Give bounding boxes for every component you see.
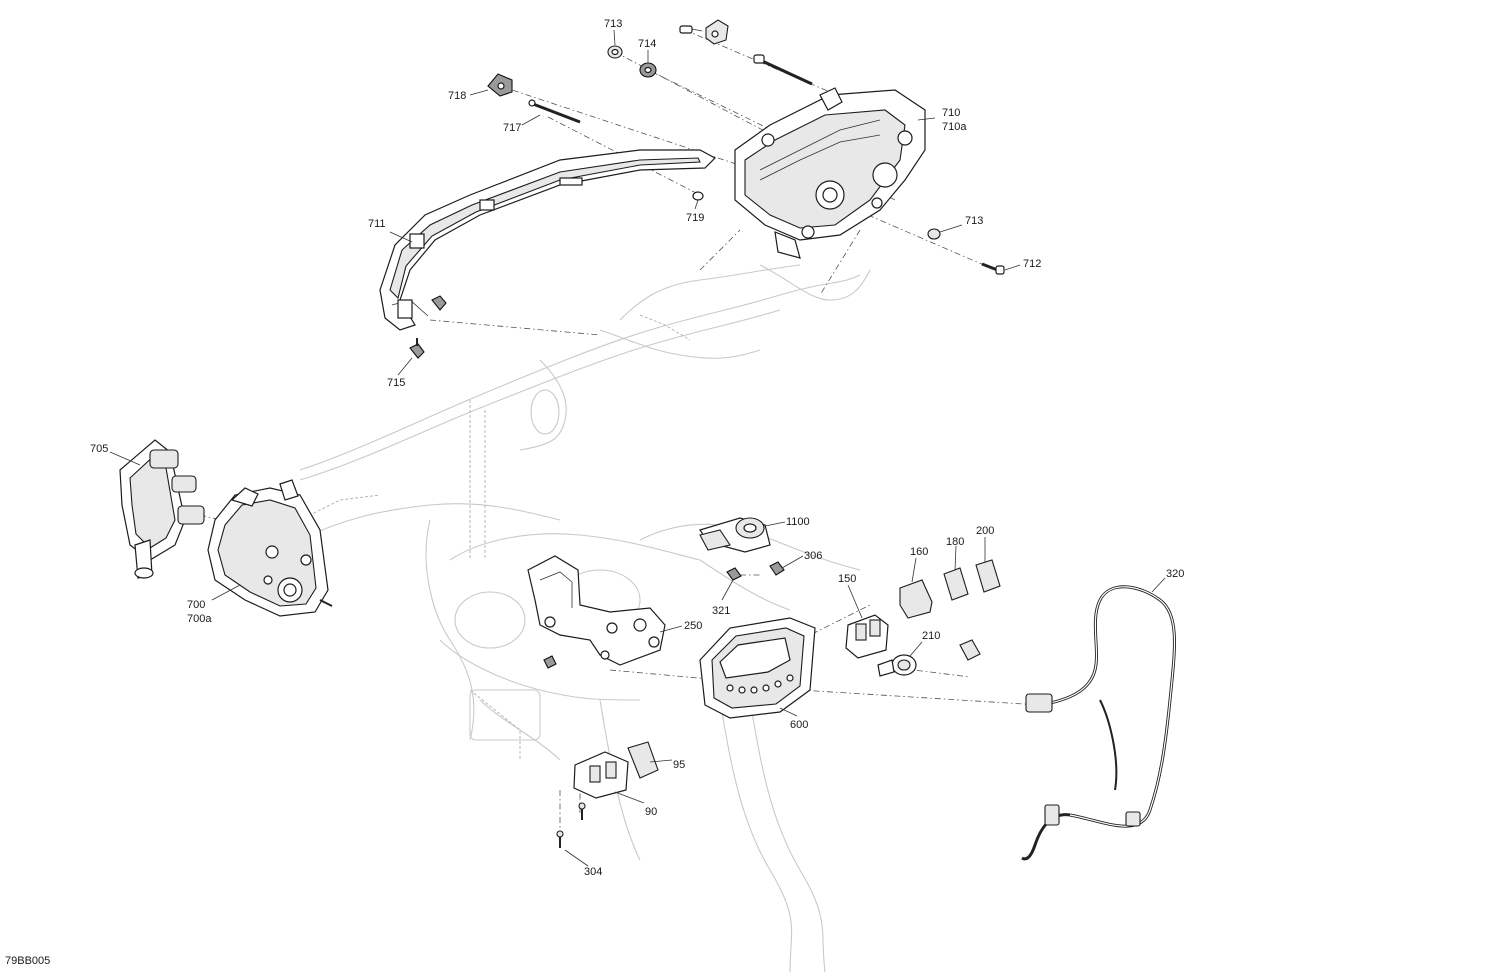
callout-714: 714	[638, 38, 656, 50]
switch-cover-180	[943, 567, 969, 601]
callout-250: 250	[684, 620, 702, 632]
callout-labels: 713 714 718 717 710 710a 711 719 713 712…	[90, 18, 1184, 878]
instrument-cluster-600	[699, 617, 816, 719]
switch-90	[573, 751, 629, 799]
stud-717	[528, 99, 581, 124]
headlight-housing-700	[207, 479, 333, 617]
drawing-id: 79BB005	[5, 955, 51, 967]
bracket-top	[705, 19, 729, 45]
long-bolt	[753, 54, 813, 86]
nut-306	[769, 561, 785, 576]
lens-705	[119, 439, 205, 579]
callout-710a: 710a	[942, 121, 967, 133]
washer-713-right	[927, 228, 941, 240]
switch-cover-95	[627, 741, 659, 779]
callout-200: 200	[976, 525, 994, 537]
washer-719	[692, 191, 704, 201]
clip-210	[959, 639, 981, 661]
grommet-718	[487, 73, 513, 97]
screw-304	[556, 830, 564, 848]
callout-95: 95	[673, 759, 685, 771]
screw-top	[679, 25, 703, 34]
callout-304: 304	[584, 866, 602, 878]
callout-705: 705	[90, 443, 108, 455]
bolt-712	[981, 262, 1005, 275]
washer-713	[607, 45, 623, 59]
screw-90	[578, 802, 586, 820]
callout-718: 718	[448, 90, 466, 102]
callout-321: 321	[712, 605, 730, 617]
callout-180: 180	[946, 536, 964, 548]
screw-250	[543, 655, 557, 669]
connector-210	[877, 654, 917, 677]
callout-1100: 1100	[786, 516, 810, 528]
callout-306: 306	[804, 550, 822, 562]
callout-713-top: 713	[604, 18, 622, 30]
callout-717: 717	[503, 122, 521, 134]
callout-712: 712	[1023, 258, 1041, 270]
callout-150: 150	[838, 573, 856, 585]
callout-715: 715	[387, 377, 405, 389]
switch-150	[845, 614, 889, 659]
harness-320	[1021, 585, 1176, 861]
bracket-250	[527, 555, 666, 666]
nut-714	[639, 62, 657, 78]
clip-715-upper	[431, 295, 447, 311]
callout-600: 600	[790, 719, 808, 731]
callout-160: 160	[910, 546, 928, 558]
callout-700a: 700a	[187, 613, 212, 625]
ignition-switch-1100	[699, 517, 771, 553]
callout-713-right: 713	[965, 215, 983, 227]
screw-715	[409, 338, 425, 359]
callout-719: 719	[686, 212, 704, 224]
callout-210: 210	[922, 630, 940, 642]
switch-cover-200	[975, 559, 1001, 593]
callout-90: 90	[645, 806, 657, 818]
callout-710: 710	[942, 107, 960, 119]
nut-321	[726, 567, 742, 581]
light-housing-710	[734, 87, 926, 259]
switch-cover-160	[899, 579, 933, 619]
leader-lines	[109, 29, 1166, 867]
callout-320: 320	[1166, 568, 1184, 580]
callout-700: 700	[187, 599, 205, 611]
callout-711: 711	[368, 218, 386, 230]
